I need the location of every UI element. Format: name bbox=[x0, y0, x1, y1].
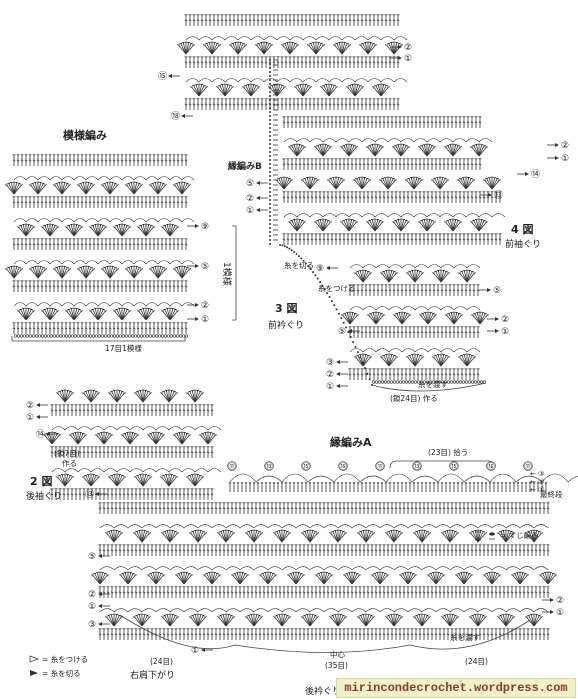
row-marker: ① bbox=[547, 154, 569, 164]
edging-a-row-number: ← ② bbox=[530, 478, 544, 486]
row-marker: ① bbox=[26, 413, 48, 423]
join-yarn-label: 糸をつける bbox=[318, 283, 356, 293]
row-marker: ⑭ bbox=[36, 429, 58, 440]
row-marker: ⑨ bbox=[187, 222, 209, 232]
make-7-label-1: (鎖7目) bbox=[54, 448, 80, 458]
sujiami-legend bbox=[475, 530, 495, 541]
pick-35: (35目) bbox=[325, 661, 348, 670]
row-marker: ⑤ bbox=[187, 262, 209, 272]
row-marker: ① bbox=[542, 608, 564, 618]
row-marker: ② bbox=[246, 194, 268, 204]
edging-a-marker: ⑯ bbox=[488, 463, 495, 471]
front-piece-chart bbox=[269, 59, 506, 392]
row-marker: ⑤ bbox=[88, 552, 110, 562]
row-marker: ③ bbox=[88, 620, 110, 630]
repeat-label: 1模様 bbox=[221, 262, 233, 286]
row-marker: ⑮ bbox=[158, 71, 180, 82]
row-marker: ② bbox=[390, 43, 412, 53]
fig3-subtitle: 前衿ぐり bbox=[268, 319, 304, 331]
row-marker: ② bbox=[26, 401, 48, 411]
stitch-repeat-bracket bbox=[11, 336, 186, 342]
row-marker: ② bbox=[547, 141, 569, 151]
edging-a-marker: ⑮ bbox=[303, 463, 310, 471]
fig4-title: 4 図 bbox=[511, 222, 533, 236]
pattern-title: 模様編み bbox=[63, 128, 107, 142]
row-marker: ② bbox=[187, 301, 209, 311]
pass-yarn-label-2: 糸を渡す bbox=[450, 632, 480, 642]
edging-a-marker: ⑮ bbox=[451, 463, 458, 471]
edging-a-marker: ⑯ bbox=[340, 463, 347, 471]
edging-a-label: 縁編みA bbox=[330, 435, 372, 449]
top-fragment-chart bbox=[176, 14, 408, 110]
edging-a-marker: ⑬ bbox=[266, 463, 273, 471]
pick-24-left: (24目) bbox=[150, 657, 173, 666]
make-7-label-2: 作る bbox=[62, 458, 77, 468]
row-marker: ② bbox=[542, 596, 564, 606]
row-marker: ⑱ bbox=[171, 111, 193, 122]
edging-a-marker: ⑪ bbox=[229, 463, 236, 471]
fig3-title: 3 図 bbox=[275, 301, 297, 315]
join-legend-text: = 糸をつける bbox=[42, 654, 88, 664]
watermark-banner: mirincondecrochet.wordpress.com bbox=[336, 678, 576, 698]
pattern-swatch-chart bbox=[4, 154, 195, 338]
make-24-label: (鎖24目) 作る bbox=[390, 393, 438, 403]
edging-a-row-number: ← ③ bbox=[530, 470, 544, 478]
fig2-subtitle: 後袖ぐり bbox=[26, 490, 62, 502]
row-marker: ② bbox=[326, 370, 348, 380]
row-marker: ⑤ bbox=[338, 327, 360, 337]
fig2-title: 2 図 bbox=[30, 474, 52, 488]
edging-a-marker: ⑪ bbox=[525, 463, 532, 471]
edging-a-marker: ⑪ bbox=[377, 463, 384, 471]
back-piece-chart bbox=[42, 389, 558, 653]
last-row-label: 最終段 bbox=[540, 489, 563, 499]
repeat-bracket bbox=[232, 225, 237, 321]
row-marker: ① bbox=[191, 646, 213, 656]
cut-legend-icon bbox=[30, 670, 38, 676]
row-marker: ⑤ bbox=[246, 179, 268, 189]
row-marker: ① bbox=[187, 315, 209, 325]
cut-yarn-label: 糸を切る bbox=[284, 260, 314, 270]
edging-a-row-number: ← ① bbox=[530, 486, 544, 494]
pick-23-label: (23目) 拾う bbox=[428, 447, 468, 457]
row-marker: ⑭ bbox=[517, 169, 540, 180]
fig4-subtitle: 前袖ぐり bbox=[505, 238, 541, 250]
sujiami-legend-text: = すじ編み bbox=[500, 530, 539, 540]
row-marker: ③ bbox=[326, 358, 348, 368]
row-marker: ② bbox=[487, 315, 509, 325]
row-marker: ① bbox=[390, 54, 412, 64]
row-marker: ② bbox=[88, 590, 110, 600]
join-legend-icon bbox=[29, 655, 39, 663]
row-marker: ① bbox=[326, 382, 348, 392]
stitch-repeat-label: 17目1模様 bbox=[105, 343, 142, 353]
back-neck-label: 後衿ぐり bbox=[305, 685, 341, 697]
cut-legend-text: = 糸を切る bbox=[42, 668, 81, 678]
row-marker: ① bbox=[487, 327, 509, 337]
row-marker: ① bbox=[246, 206, 268, 216]
row-marker: ⑬ bbox=[85, 489, 107, 500]
right-shoulder-label: 右肩下がり bbox=[130, 669, 175, 681]
row-marker: ⑤ bbox=[479, 286, 501, 296]
pick-24-right: (24目) bbox=[465, 657, 488, 666]
edging-b-label: 縁編みB bbox=[228, 160, 262, 172]
edging-a-marker: ⑬ bbox=[414, 463, 421, 471]
pass-yarn-label: 糸を渡す bbox=[418, 379, 448, 389]
center-label: 中心 bbox=[330, 649, 345, 659]
row-marker: ① bbox=[88, 602, 110, 612]
row-marker: ⑬ bbox=[480, 190, 503, 201]
row-marker: ⑨ bbox=[316, 264, 338, 274]
